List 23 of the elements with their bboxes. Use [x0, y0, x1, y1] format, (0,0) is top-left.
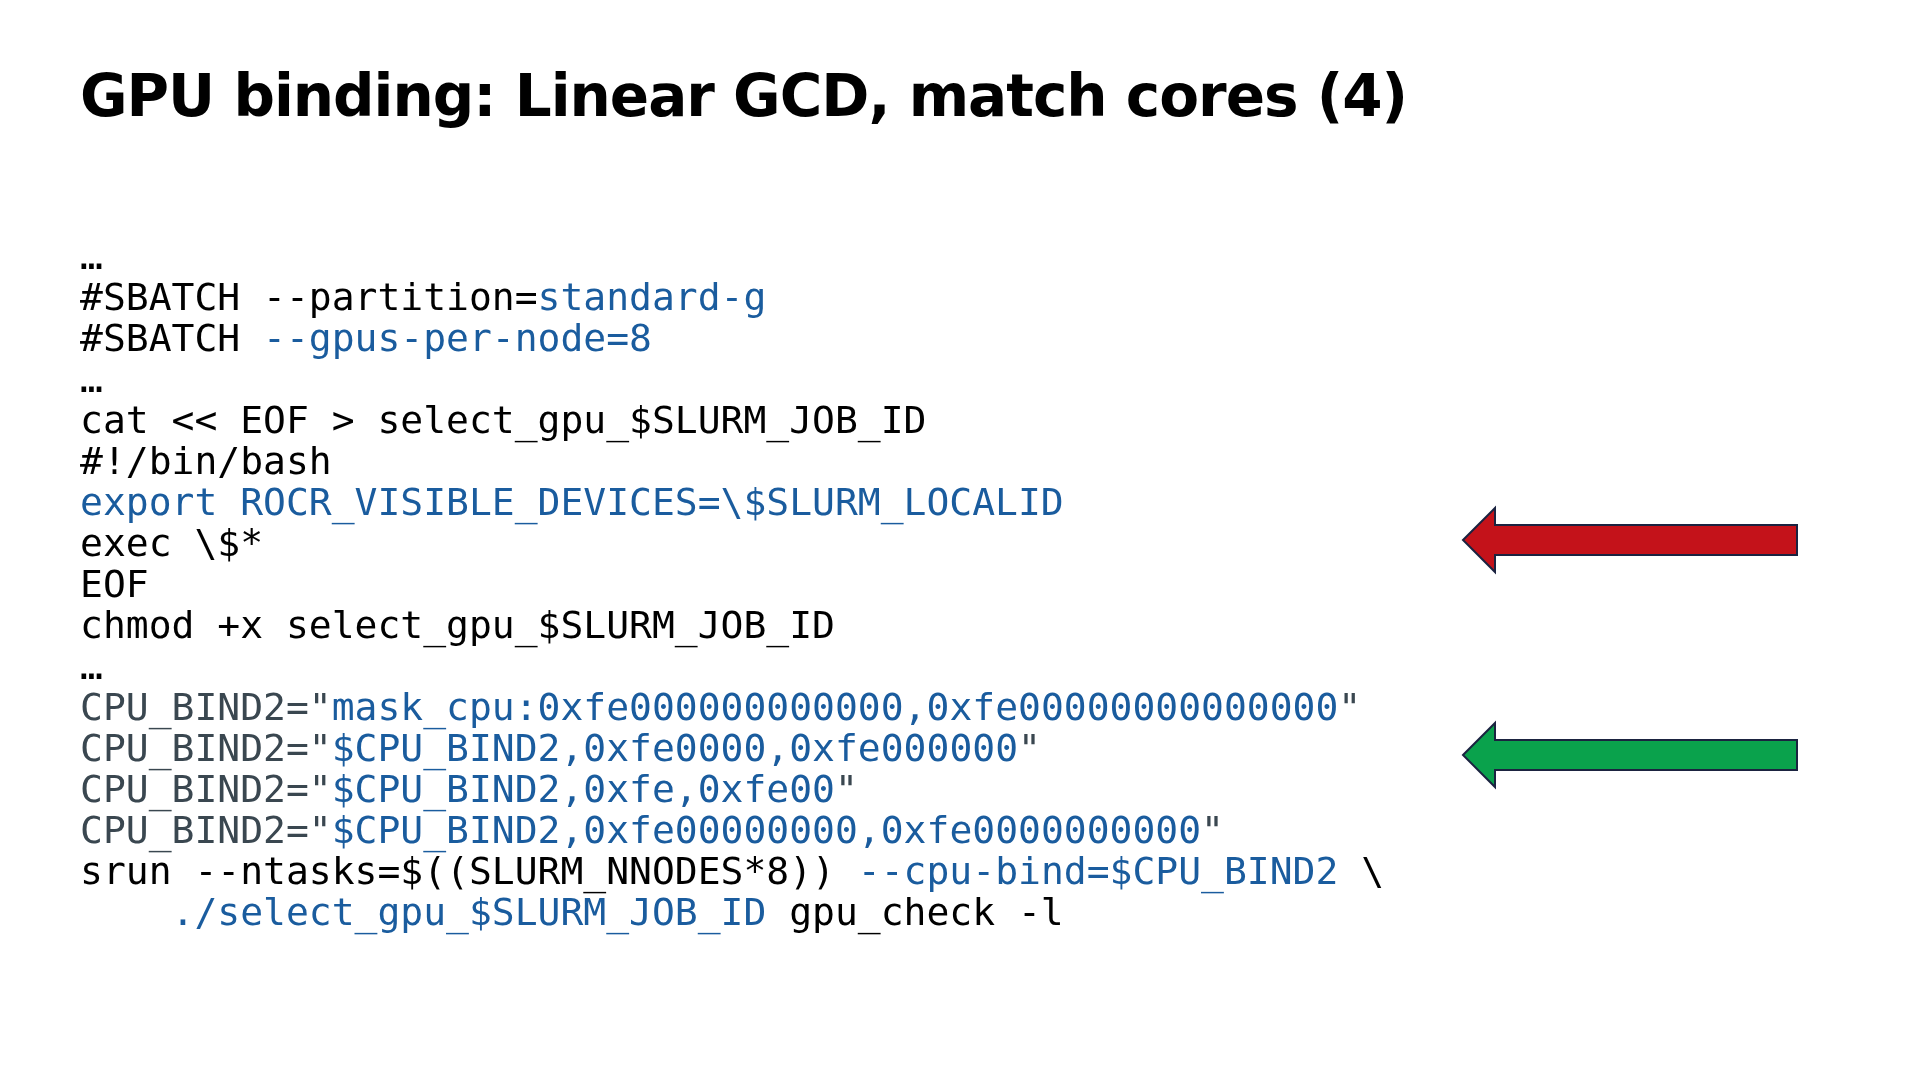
code-text: export ROCR_VISIBLE_DEVICES=\$SLURM_LOCALID [80, 482, 1064, 523]
code-text: \ [1361, 851, 1385, 892]
code-text: " [1018, 728, 1041, 769]
code-text: cat << EOF > select_gpu_$SLURM_JOB_ID [80, 400, 927, 441]
code-text: #SBATCH [80, 318, 241, 359]
code-text: standard-g [537, 277, 767, 318]
code-text: EOF [80, 564, 149, 605]
code-text: … [80, 359, 103, 400]
slide-title: GPU binding: Linear GCD, match cores (4) [80, 62, 1408, 130]
code-text: " [1338, 687, 1362, 728]
code-text: CPU_BIND2=" [80, 687, 332, 728]
code-text: gpu_check -l [789, 892, 1064, 933]
code-text: #!/bin/bash [80, 441, 332, 482]
code-text: exec \$* [80, 523, 264, 564]
code-text: --cpu-bind=$CPU_BIND2 [857, 851, 1339, 892]
code-text: … [80, 236, 103, 277]
code-text: mask_cpu:0xfe000000000000,0xfe00000000000000 [331, 687, 1339, 728]
code-text: " [835, 769, 858, 810]
code-text: " [1201, 810, 1224, 851]
code-text: … [80, 646, 103, 687]
code-text: #SBATCH --partition= [80, 277, 538, 318]
code-text: --gpus-per-node=8 [263, 318, 652, 359]
code-text: chmod +x select_gpu_$SLURM_JOB_ID [80, 605, 835, 646]
